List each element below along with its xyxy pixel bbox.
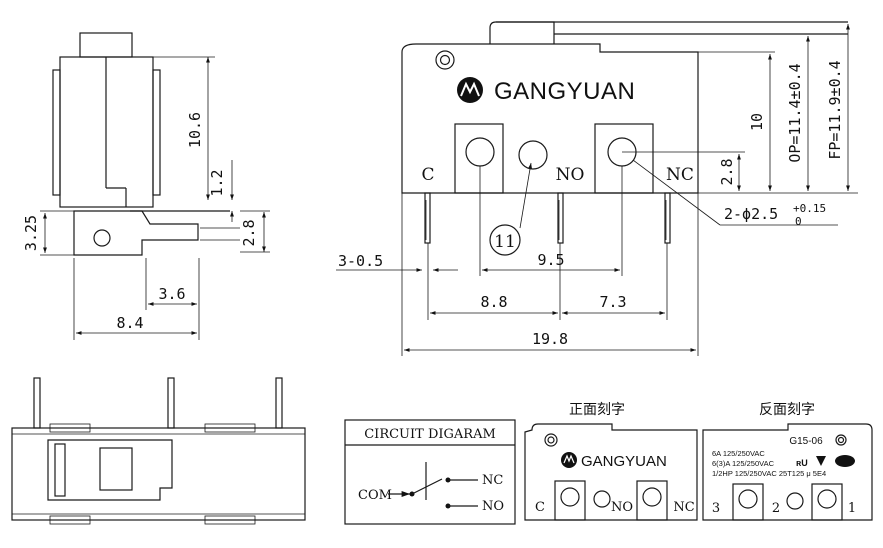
dim-no-to-nc: 7.3: [599, 293, 626, 311]
brand-logo-icon: [457, 77, 483, 103]
brand-name: GANGYUAN: [494, 78, 635, 105]
dim-total-width: 19.8: [532, 330, 568, 348]
dim-height: 10.6: [186, 112, 204, 148]
hole-tol-lower: 0: [795, 215, 802, 228]
callout-number: 11: [494, 232, 516, 252]
terminal-no-label: NO: [556, 165, 585, 185]
vde-mark-icon: [816, 456, 826, 466]
dim-free-position: FP=11.9±0.4: [826, 60, 844, 159]
hole-diameter: 2-ϕ2.5: [724, 205, 778, 223]
ul-mark-icon: ʀU: [796, 458, 808, 468]
bottom-view: [11, 377, 306, 525]
front-marking-brand: GANGYUAN: [581, 453, 667, 470]
dim-hole-pitch: 9.5: [537, 251, 564, 269]
front-view: GANGYUAN C NO NC 11 2-ϕ2.5 +0.15 0 2.8: [336, 21, 858, 356]
dim-lever-height: 3.25: [22, 215, 40, 251]
hole-tol-upper: +0.15: [793, 202, 826, 215]
back-marking-rating1: 6A 125/250VAC: [712, 449, 765, 458]
front-marking-c: C: [535, 500, 545, 515]
front-marking: 正面刻字 GANGYUAN C NO NC: [524, 402, 698, 521]
back-marking-heading: 反面刻字: [759, 402, 815, 418]
circuit-no-label: NO: [482, 499, 504, 514]
dim-width: 8.4: [116, 314, 143, 332]
side-view: 10.6 1.2 3.25 2.8 3.6 8.4: [22, 32, 270, 340]
back-marking-pin1: 1: [848, 501, 856, 516]
dim-offset: 3.6: [158, 285, 185, 303]
dim-hole-height: 2.8: [718, 158, 736, 185]
back-marking-pin3: 3: [712, 501, 720, 516]
enec-mark-icon: [835, 455, 855, 467]
circuit-com-label: COM: [358, 488, 392, 503]
circuit-diagram: CIRCUIT DIGARAM COM NC NO: [344, 419, 516, 525]
terminal-nc-label: NC: [666, 165, 694, 185]
back-marking-model: G15-06: [789, 436, 823, 447]
dim-c-to-no: 8.8: [480, 293, 507, 311]
back-marking: 反面刻字 G15-06 6A 125/250VAC 6(3)A 125/250V…: [702, 402, 873, 521]
dim-lever-gap: 2.8: [240, 219, 258, 246]
dim-step: 1.2: [208, 169, 226, 196]
back-marking-pin2: 2: [772, 501, 780, 516]
front-marking-nc: NC: [673, 500, 694, 515]
svg-text:ʀU: ʀU: [796, 458, 808, 468]
dim-terminal-thickness: 3-0.5: [338, 252, 383, 270]
dim-body-height: 10: [748, 113, 766, 131]
back-marking-rating3: 1/2HP 125/250VAC 25T125 μ 5E4: [712, 469, 826, 478]
circuit-nc-label: NC: [482, 473, 503, 488]
circuit-title: CIRCUIT DIGARAM: [364, 427, 496, 442]
terminal-c-label: C: [421, 165, 434, 185]
front-marking-no: NO: [611, 500, 633, 515]
dim-operating-position: OP=11.4±0.4: [786, 63, 804, 162]
back-marking-rating2: 6(3)A 125/250VAC: [712, 459, 775, 468]
front-marking-heading: 正面刻字: [569, 402, 625, 418]
